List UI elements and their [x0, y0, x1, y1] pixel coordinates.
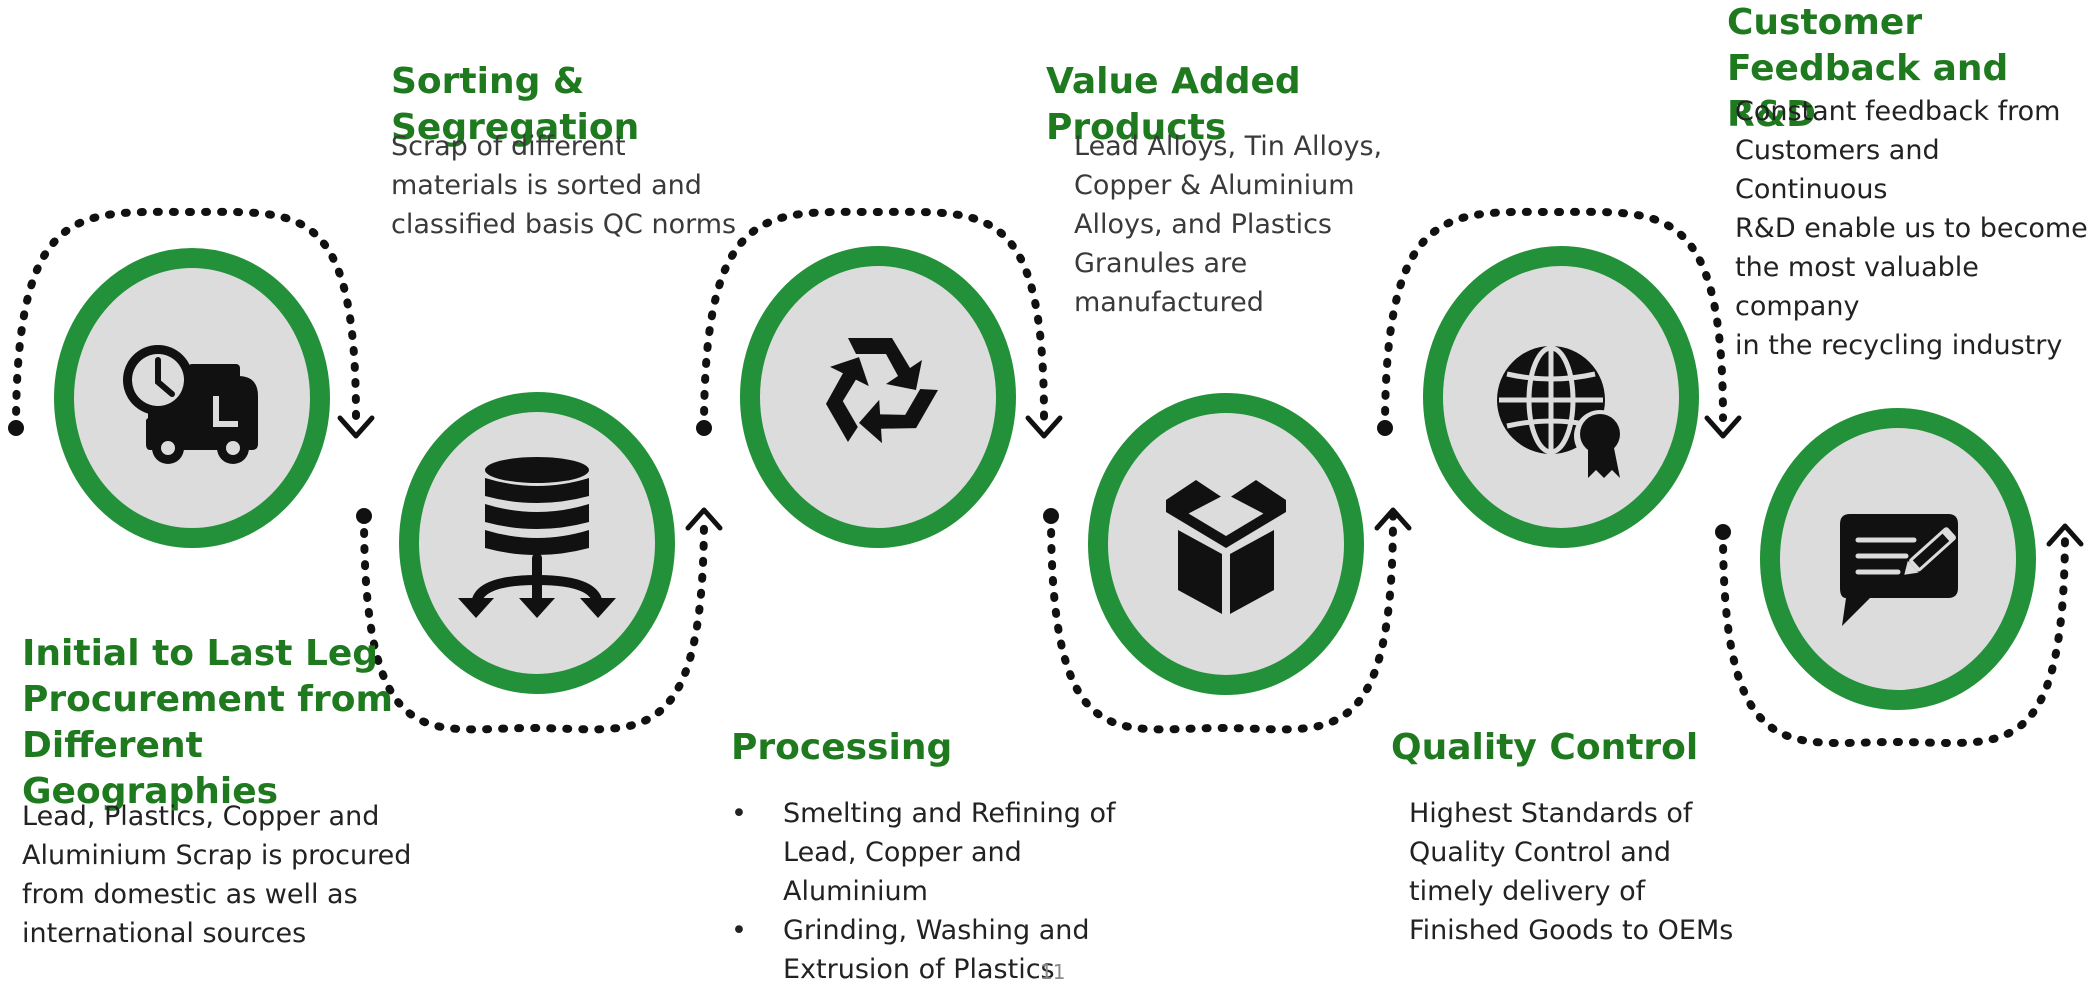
connector-arc-2 [360, 512, 708, 734]
connector-dot [1715, 524, 1731, 540]
arrow-head-up [2046, 523, 2084, 547]
step-6-description: Constant feedback from Customers and Con… [1735, 96, 2088, 361]
arrow-head-up [685, 507, 723, 531]
open-box-icon [1166, 480, 1286, 614]
step-2-description: Scrap of different materials is sorted a… [391, 131, 737, 240]
database-branch-arrows-icon [458, 457, 616, 618]
connector-dot [8, 420, 24, 436]
connector-dot [1377, 420, 1393, 436]
step-1-description: Lead, Plastics, Copper and Aluminium Scr… [22, 801, 412, 949]
step-3-bullet-2: Grinding, Washing and Extrusion of Plast… [731, 911, 1131, 989]
page-number: 11 [1040, 960, 1066, 984]
step-3-title: Processing [731, 727, 953, 768]
recycle-icon [825, 338, 939, 444]
step-5-description: Highest Standards of Quality Control and… [1409, 798, 1734, 946]
globe-award-icon [1497, 345, 1626, 478]
step-5-title: Quality Control [1391, 727, 1699, 768]
step-1-title: Initial to Last Leg Procurement from Dif… [22, 633, 393, 812]
connector-arc-1 [12, 207, 360, 432]
connector-dot [356, 508, 372, 524]
arrow-head-down [1704, 415, 1742, 439]
step-circle-3 [740, 246, 1016, 548]
arrow-head-down [1025, 415, 1063, 439]
delivery-truck-clock-icon [123, 345, 258, 464]
chat-edit-icon [1840, 514, 1958, 626]
connector-arc-4 [1047, 512, 1397, 734]
step-4-title: Value Added Products [1046, 61, 1301, 148]
step-2-title: Sorting & Segregation [391, 61, 640, 148]
step-3-bullet-list: Smelting and Refining of Lead, Copper an… [731, 794, 1131, 989]
step-6-title: Customer Feedback and R&D [1727, 2, 2009, 135]
step-4-description: Lead Alloys, Tin Alloys, Copper & Alumin… [1074, 131, 1383, 318]
step-3-bullet-1: Smelting and Refining of Lead, Copper an… [731, 794, 1131, 911]
connector-arc-6 [1719, 526, 2069, 748]
connector-arc-5 [1381, 207, 1727, 432]
arrow-head-down [337, 415, 375, 439]
connector-dot [696, 420, 712, 436]
connector-dot [1043, 508, 1059, 524]
arrow-head-up [1374, 507, 1412, 531]
connector-arc-3 [700, 207, 1048, 432]
